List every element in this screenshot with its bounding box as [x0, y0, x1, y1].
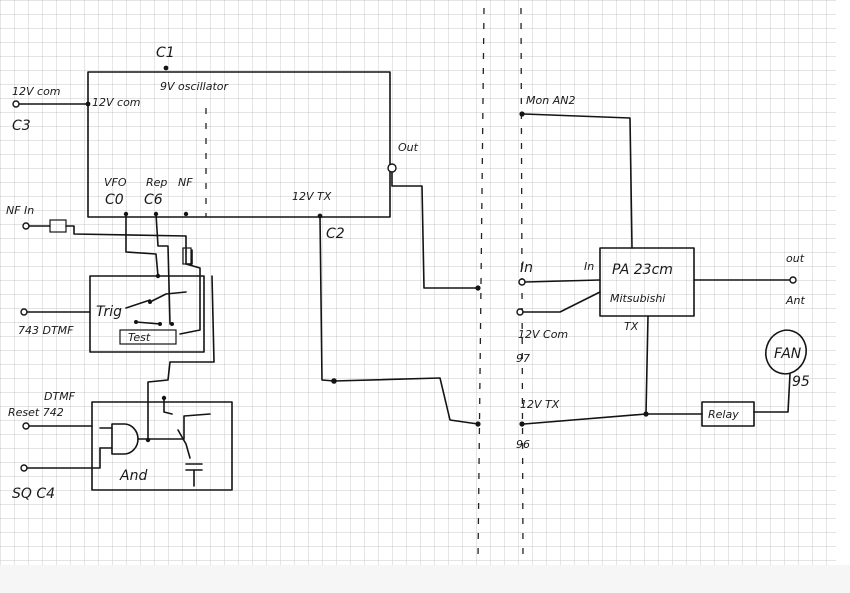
ant-label: Ant [785, 294, 805, 307]
and-gate-symbol [111, 423, 139, 455]
osc-out-label: Out [398, 141, 419, 154]
osc-12vcom-label: 12V com [92, 96, 141, 109]
and-gate-inputs [99, 427, 113, 449]
paper-bottom-margin [0, 565, 850, 593]
graph-paper-grid [0, 0, 836, 565]
node-12vcom-osc [85, 101, 91, 107]
wire-sq [26, 447, 101, 469]
wire-pa-tx [645, 315, 649, 415]
c6-label: C6 [144, 192, 163, 208]
rep-label: Rep [146, 176, 167, 189]
cut-line-left [477, 7, 485, 561]
relay-box [701, 401, 755, 427]
switch-levers [125, 291, 187, 325]
wire-in [524, 279, 601, 283]
fan-symbol [765, 329, 807, 375]
nf-pin [183, 211, 189, 217]
c0-label: C0 [105, 192, 124, 208]
and-gate-out [137, 413, 211, 440]
dtmf743-terminal[interactable] [20, 308, 28, 316]
in-left-label: In [520, 260, 533, 276]
mon-label: Mon AN2 [526, 94, 575, 107]
c3-label: C3 [12, 118, 31, 134]
test-label: Test [128, 331, 151, 344]
com12-terminal[interactable] [516, 308, 524, 316]
g7-label: 97 [516, 352, 530, 365]
reset-label: Reset 742 [8, 406, 64, 419]
relay-switch-and [163, 397, 203, 487]
switch-contact-5 [170, 322, 174, 326]
relay-label: Relay [708, 408, 739, 421]
wire-vfo-down [125, 213, 159, 277]
c1-label: C1 [156, 45, 175, 61]
reset-terminal[interactable] [22, 422, 30, 430]
wire-relay-fan [753, 373, 791, 413]
c2-label: C2 [326, 226, 345, 242]
nf-in-label: NF In [6, 204, 34, 217]
pa-in-label: In [584, 260, 594, 273]
node-tx12-bus [331, 378, 337, 384]
fan-label: FAN [774, 346, 802, 362]
pa-module-box [599, 247, 695, 317]
cut-line-right [520, 7, 524, 561]
pa-tx-label: TX [624, 320, 639, 333]
and-node-1 [145, 437, 151, 443]
pa-label: PA 23cm [612, 262, 673, 278]
wire-nf-in-to-switch [65, 225, 187, 253]
dtmf743-label: 743 DTMF [18, 324, 74, 337]
nf-in-terminal[interactable] [22, 222, 30, 230]
wire-osc-out [391, 171, 479, 289]
oscillator-label: 9V oscillator [160, 80, 229, 93]
out-right-label: out [786, 252, 805, 265]
mon-terminal[interactable] [519, 111, 525, 117]
tx12-right-terminal[interactable] [519, 421, 525, 427]
node-osc-out-cut [475, 285, 481, 291]
sq-terminal[interactable] [20, 464, 28, 472]
osc-out-terminal[interactable] [387, 163, 397, 173]
wire-com12 [522, 291, 601, 313]
g6-label: 96 [516, 438, 530, 451]
tx12-right-label: 12V TX [520, 398, 560, 411]
oscillator-box [87, 71, 391, 218]
wire-mon [523, 113, 633, 249]
tx12-label: 12V TX [292, 190, 332, 203]
g5-label: 95 [792, 374, 810, 390]
pa-out-terminal[interactable] [789, 276, 797, 284]
com12-right-label: 12V Com [518, 328, 568, 341]
c1-terminal [163, 65, 169, 71]
trig-label: Trig [96, 304, 122, 320]
sq-label: SQ C4 [12, 486, 55, 502]
wire-rep-down [155, 213, 171, 325]
node-tx12-right [643, 411, 649, 417]
node-tx12-cut [475, 421, 481, 427]
dtmf-label: DTMF [44, 390, 76, 403]
mitsubishi-label: Mitsubishi [610, 292, 665, 305]
relay-coil [182, 247, 192, 265]
test-button[interactable] [119, 329, 177, 345]
wire-trig-out [147, 275, 215, 441]
in-terminal[interactable] [518, 278, 526, 286]
trig-box [89, 275, 205, 353]
terminal-12vcom[interactable] [12, 100, 20, 108]
switch-contact-1 [155, 273, 161, 279]
and-box [91, 401, 233, 491]
vfo-label: VFO [104, 176, 127, 189]
wire-tx12-bus [319, 215, 479, 425]
nf-top-label: NF [178, 176, 193, 189]
and-label: And [119, 468, 147, 484]
left-12vcom-label: 12V com [12, 85, 61, 98]
